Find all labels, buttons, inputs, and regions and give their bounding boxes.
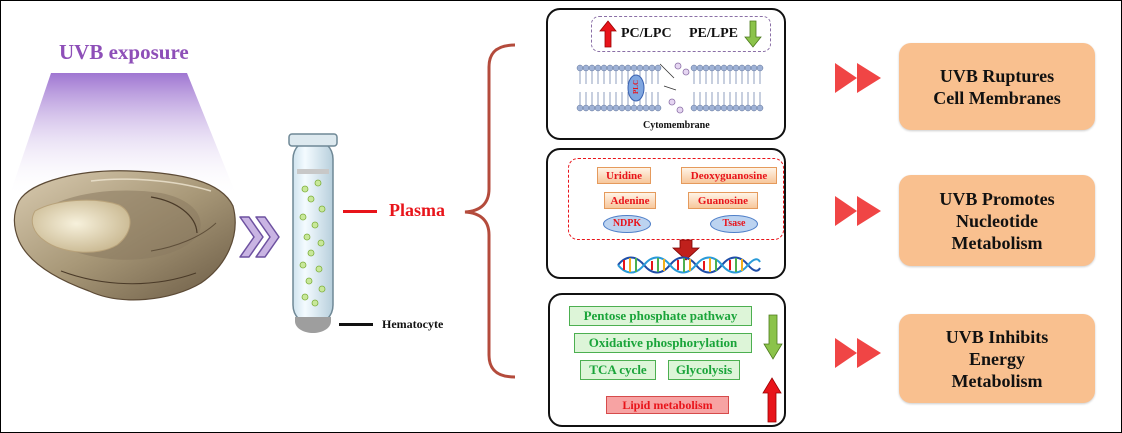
uvb-beam-and-oyster: [9, 73, 237, 301]
result-membranes-text: UVB Ruptures Cell Membranes: [933, 65, 1061, 108]
hematocyte-leader-line: [339, 323, 373, 326]
double-arrow-icon: [835, 338, 881, 368]
down-arrow-icon: [763, 314, 783, 360]
chip-ndpk: NDPK: [603, 215, 651, 233]
double-chevron-icon: [239, 216, 280, 258]
pc-lpc-label: PC/LPC: [621, 26, 672, 41]
up-arrow-icon: [599, 20, 617, 48]
result-nucleotide: UVB Promotes Nucleotide Metabolism: [899, 175, 1095, 266]
plasma-leader-line: [343, 210, 377, 213]
chip-deoxyguanosine: Deoxyguanosine: [681, 167, 777, 184]
membrane-panel: PC/LPC PE/LPE PLC Cytomembrane: [546, 8, 786, 140]
test-tube-icon: [288, 133, 338, 333]
chip-pentose-phosphate-pathway: Pentose phosphate pathway: [569, 306, 752, 326]
chip-tca-cycle: TCA cycle: [580, 360, 656, 380]
chip-guanosine: Guanosine: [688, 192, 758, 209]
cytomembrane-label: Cytomembrane: [643, 120, 710, 131]
up-arrow-icon: [762, 377, 782, 423]
bilayer-heads: [576, 64, 764, 112]
nucleotide-dashed-box: [568, 158, 784, 240]
chip-lipid-metabolism: Lipid metabolism: [606, 396, 729, 414]
double-arrow-icon: [835, 196, 881, 226]
curly-brace: [464, 43, 516, 379]
chip-glycolysis: Glycolysis: [668, 360, 740, 380]
uvb-exposure-label: UVB exposure: [59, 40, 189, 64]
chip-oxidative-phosphorylation: Oxidative phosphorylation: [574, 333, 752, 353]
result-energy: UVB Inhibits Energy Metabolism: [899, 314, 1095, 403]
down-arrow-icon: [744, 20, 762, 48]
chip-uridine: Uridine: [597, 167, 651, 184]
oyster-icon: [13, 170, 236, 301]
dna-helix-icon: [617, 256, 761, 274]
uvb-beam: [9, 73, 237, 197]
result-membranes: UVB Ruptures Cell Membranes: [899, 43, 1095, 130]
cytomembrane-bilayer: [576, 62, 764, 114]
plasma-label: Plasma: [389, 200, 445, 220]
down-arrow-icon: [672, 239, 700, 261]
result-energy-text: UVB Inhibits Energy Metabolism: [945, 326, 1049, 391]
energy-panel: Pentose phosphate pathway Oxidative phos…: [548, 293, 786, 427]
plasma-particles: [299, 179, 326, 307]
chip-adenine: Adenine: [604, 192, 656, 209]
nucleotide-panel: Uridine Deoxyguanosine Adenine Guanosine…: [546, 148, 786, 279]
plc-label: PLC: [632, 80, 640, 94]
chip-tsase: Tsase: [710, 215, 758, 233]
lipid-change-box: [591, 16, 771, 52]
double-arrow-icon: [835, 63, 881, 93]
result-nucleotide-text: UVB Promotes Nucleotide Metabolism: [939, 188, 1055, 253]
hematocyte-label: Hematocyte: [382, 317, 444, 331]
pe-lpe-label: PE/LPE: [689, 26, 739, 41]
